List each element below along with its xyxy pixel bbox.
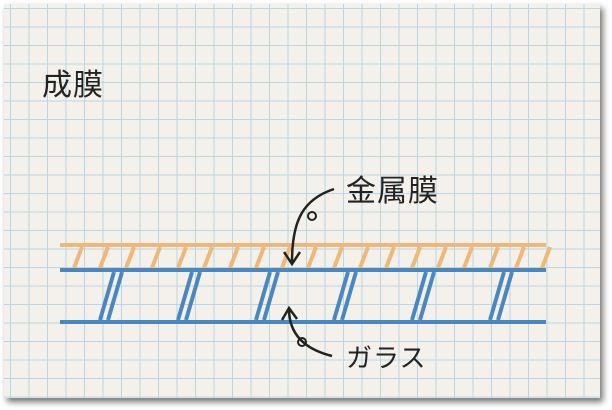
glass-strut: [106, 271, 124, 321]
metal-film-hatch: [410, 246, 422, 269]
glass-label: ガラス: [346, 344, 427, 374]
title: 成膜: [42, 68, 104, 103]
metal-film-hatch: [540, 246, 552, 269]
glass-strut: [184, 271, 202, 321]
metal-film-hatch: [280, 246, 292, 269]
metal-film-arrow: [290, 187, 335, 263]
metal-film-hatch: [72, 246, 84, 269]
glass-strut: [410, 271, 428, 321]
metal-film-label: 金属膜: [346, 174, 439, 209]
glass-strut: [254, 271, 272, 321]
glass-strut: [262, 271, 280, 321]
arrow-head-icon: [282, 251, 302, 267]
metal-film-hatch: [306, 246, 318, 269]
glass-strut: [496, 271, 514, 321]
metal-film-hatch: [228, 246, 240, 269]
metal-film-hatch: [436, 246, 448, 269]
metal-film-hatch: [254, 246, 266, 269]
glass-layer: [60, 268, 546, 324]
metal-film-hatch: [384, 246, 396, 269]
glass-strut: [98, 271, 116, 321]
graph-paper-card: 成膜 金属膜 ガラス: [4, 4, 600, 398]
glass-strut: [176, 271, 194, 321]
metal-film-hatch: [124, 246, 136, 269]
metal-film-hatch: [332, 246, 344, 269]
glass-strut: [488, 271, 506, 321]
film-diagram: [60, 187, 552, 358]
glass-strut: [340, 271, 358, 321]
arrow-loop: [297, 337, 307, 347]
metal-film-hatch: [514, 246, 526, 269]
metal-film-hatch: [150, 246, 162, 269]
metal-film-hatch: [358, 246, 370, 269]
metal-film-hatch: [202, 246, 214, 269]
arrow-loop: [307, 211, 317, 221]
glass-strut: [418, 271, 436, 321]
glass-strut: [332, 271, 350, 321]
metal-film-layer: [60, 243, 552, 269]
metal-film-hatch: [488, 246, 500, 269]
arrow-head-icon: [280, 305, 299, 321]
metal-film-hatch: [98, 246, 110, 269]
metal-film-hatch: [176, 246, 188, 269]
metal-film-hatch: [462, 246, 474, 269]
